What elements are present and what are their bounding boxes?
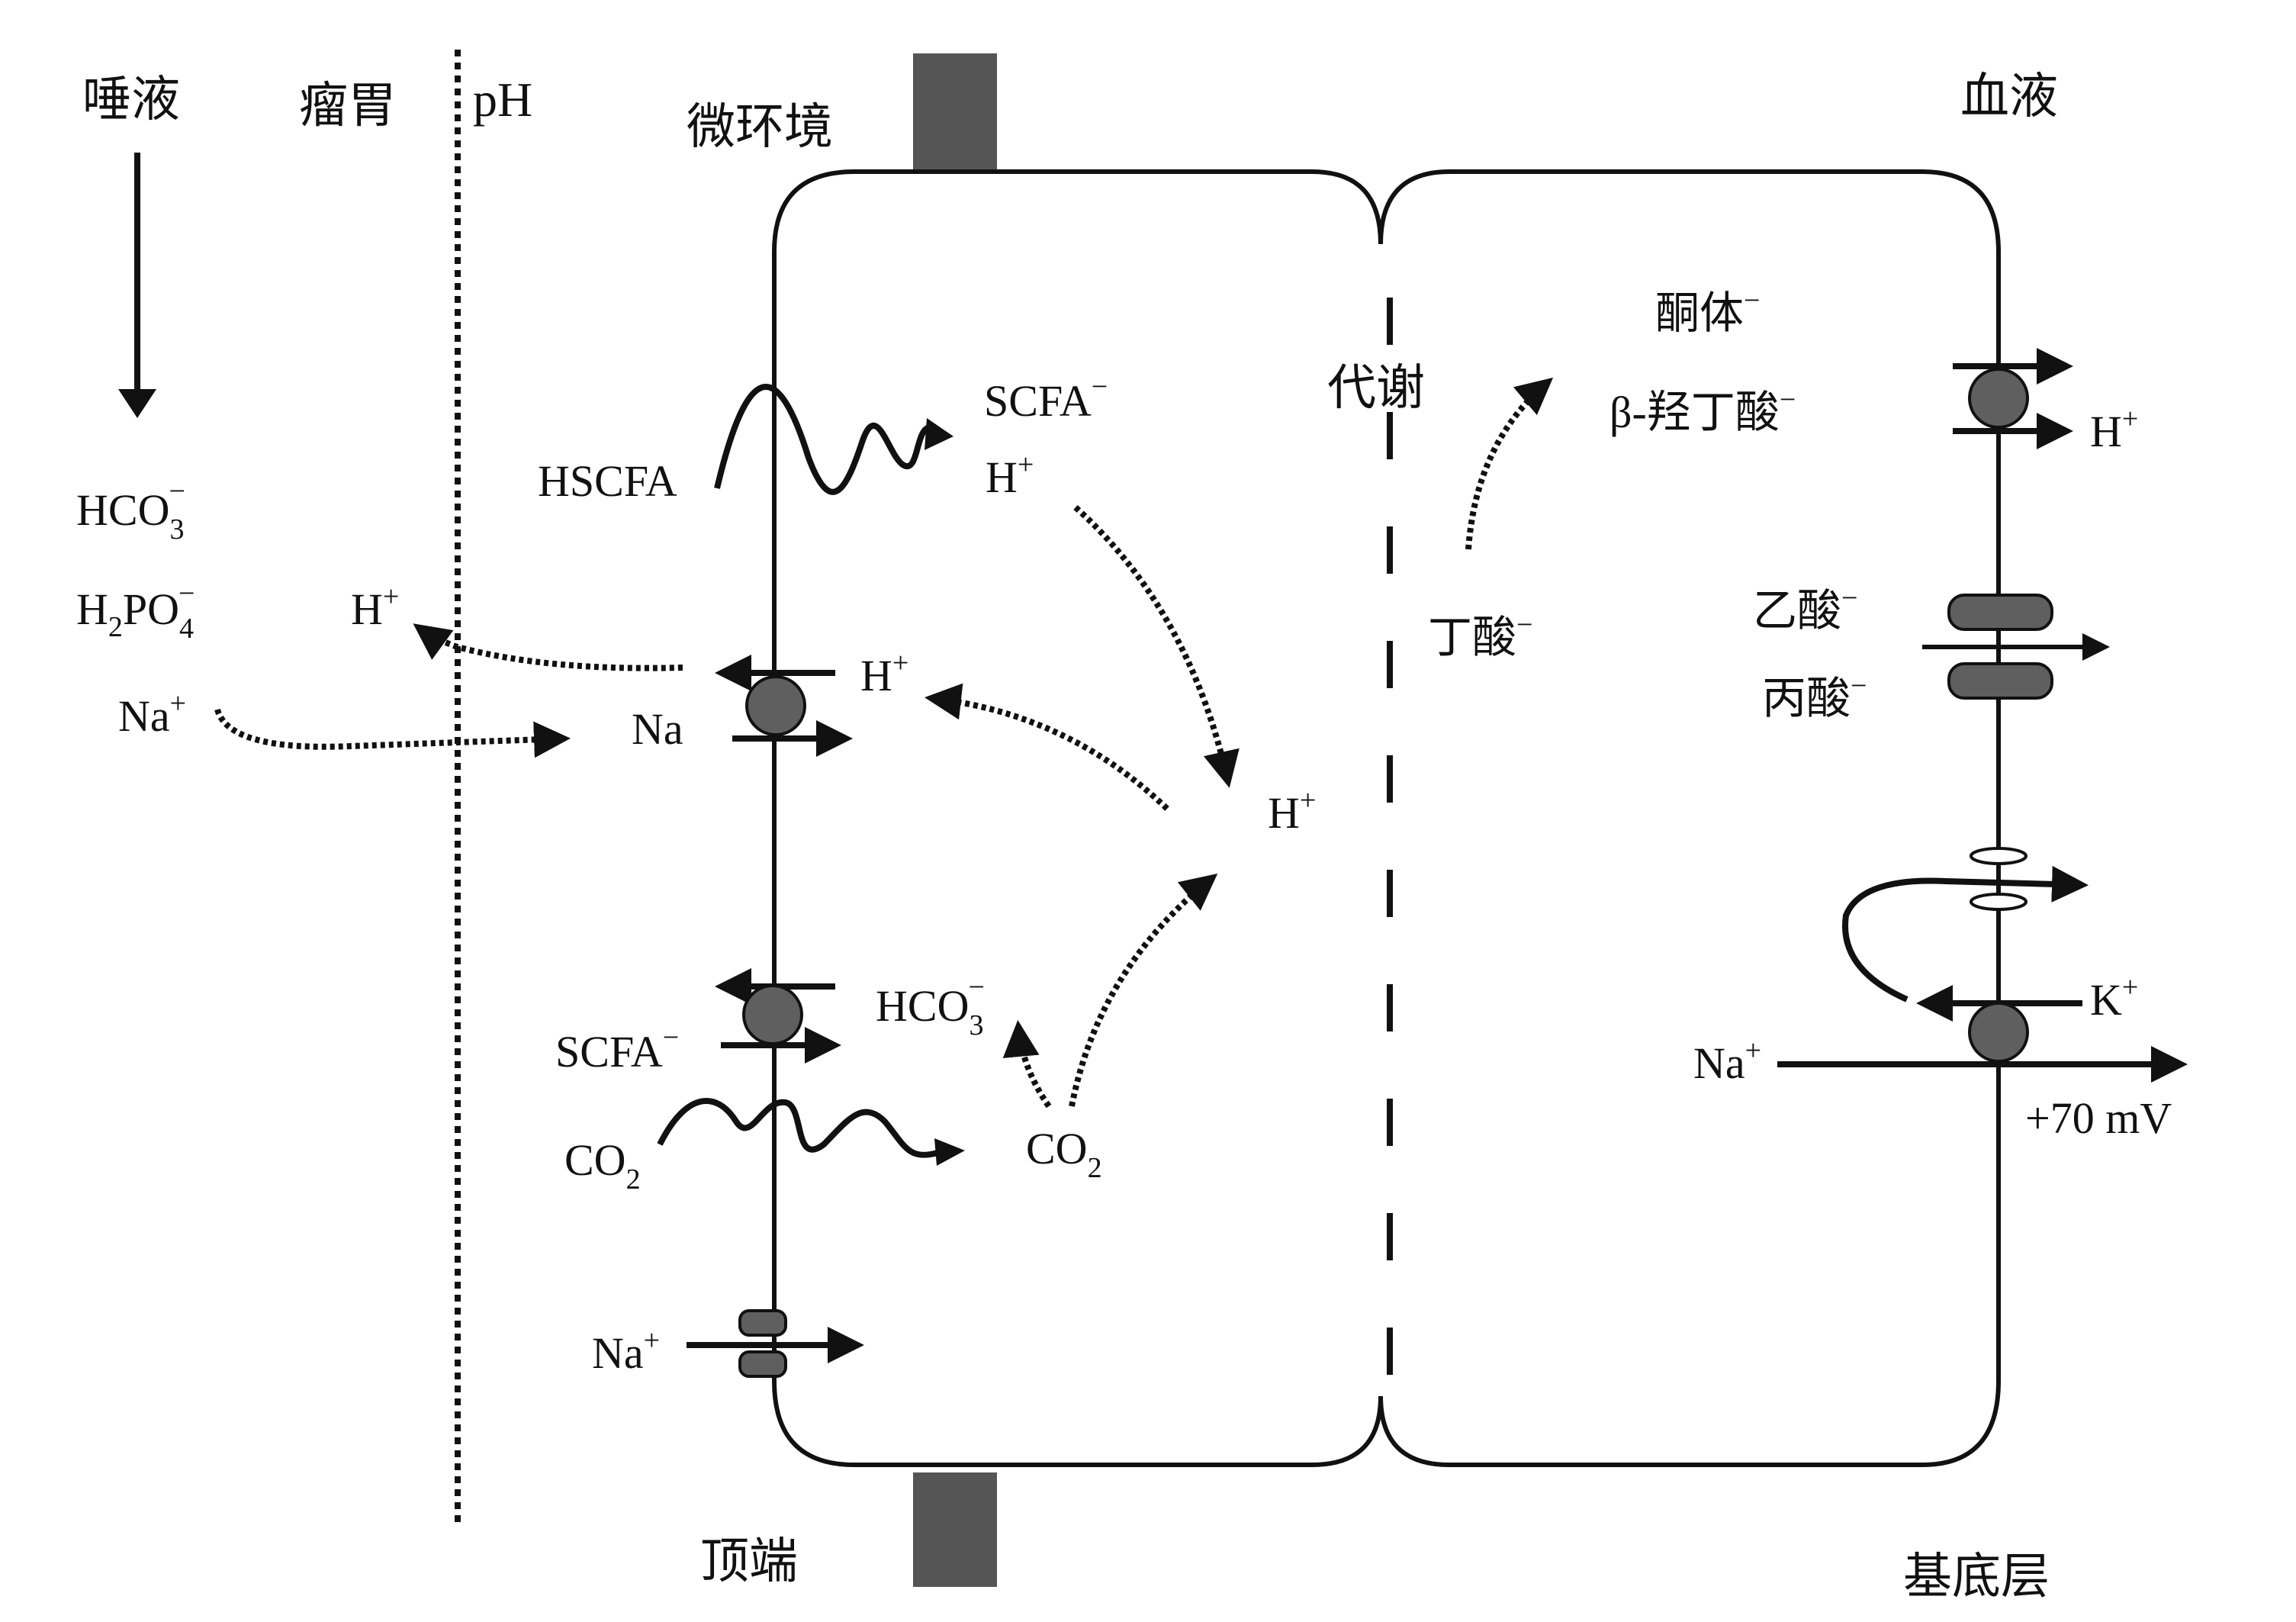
ion-hco3-saliva: HCO3− (76, 475, 185, 545)
ion-na-channel: Na+ (592, 1324, 660, 1378)
ion-co2-in: CO2 (1026, 1124, 1102, 1184)
basal-h-transporter (1968, 368, 2029, 429)
tight-junction-bottom (913, 1472, 997, 1587)
ion-propionate: 丙酸− (1762, 670, 1867, 723)
arrow-na-to-exchanger (214, 708, 571, 758)
k-channel-ring-top (1970, 847, 2027, 865)
ion-scfa-out: SCFA− (984, 371, 1108, 426)
label-hscfa: HSCFA (538, 456, 677, 506)
arrow-co2-to-h (1069, 874, 1218, 1107)
wave-hscfa-arrowhead (925, 418, 953, 450)
arrow-h-to-center (1073, 505, 1240, 788)
ion-h-out: H+ (986, 449, 1034, 502)
wave-co2-arrowhead (934, 1138, 965, 1166)
ion-h-exchanger: H+ (860, 647, 908, 700)
ion-na-saliva: Na+ (118, 687, 186, 741)
ion-na-basal: Na+ (1693, 1035, 1761, 1088)
na-channel-top (738, 1309, 787, 1337)
arrow-butyrate-to-ketone (1465, 377, 1554, 550)
wave-hscfa (714, 384, 944, 495)
label-microenvironment: 微环境 (687, 100, 833, 154)
ion-h-basal: H+ (2090, 403, 2138, 456)
label-ph: pH (473, 72, 532, 127)
exchanger-nah (745, 675, 806, 736)
ion-h-rumen: H+ (351, 581, 399, 634)
apical-cell (772, 169, 1383, 1467)
exchanger-scfa-hco3 (742, 984, 803, 1045)
ion-k: K+ (2090, 971, 2138, 1025)
basal-cell (1378, 169, 2001, 1467)
scfa-channel-bottom (1947, 662, 2053, 700)
na-channel-bottom (738, 1350, 787, 1378)
ion-h2po4-saliva: H2PO4− (76, 578, 195, 645)
ion-butyrate: 丁酸− (1428, 609, 1532, 662)
scfa-channel-top (1947, 594, 2053, 631)
ion-co2-out: CO2 (564, 1135, 641, 1196)
saliva-arrowhead (118, 389, 156, 418)
ion-na-exchanger: Na (632, 704, 683, 754)
arrow-k-cycle (1842, 865, 2089, 1002)
membrane-potential: +70 mV (2025, 1093, 2172, 1143)
ion-acetate: 乙酸− (1753, 582, 1857, 636)
wave-co2 (657, 1098, 947, 1158)
label-saliva: 唾液 (82, 72, 180, 127)
label-rumen: 瘤胃 (299, 79, 397, 133)
label-basal: 基底层 (1903, 1550, 2050, 1604)
arrow-center-to-exchanger (925, 683, 1169, 811)
label-metabolism: 代谢 (1327, 361, 1425, 415)
label-blood: 血液 (1960, 69, 2058, 124)
tight-junction-top (913, 53, 997, 172)
k-channel-ring-bottom (1970, 893, 2027, 911)
ion-bhb: β-羟丁酸− (1609, 384, 1796, 437)
label-apical: 顶端 (700, 1534, 798, 1588)
ion-hco3-in: HCO3− (876, 971, 985, 1041)
ion-ketone: 酮体− (1655, 285, 1760, 338)
na-k-pump (1968, 1002, 2029, 1063)
ion-scfa-in: SCFA− (555, 1022, 679, 1077)
arrow-co2-to-hco3 (1002, 1020, 1052, 1109)
ion-h-center: H+ (1268, 784, 1316, 838)
